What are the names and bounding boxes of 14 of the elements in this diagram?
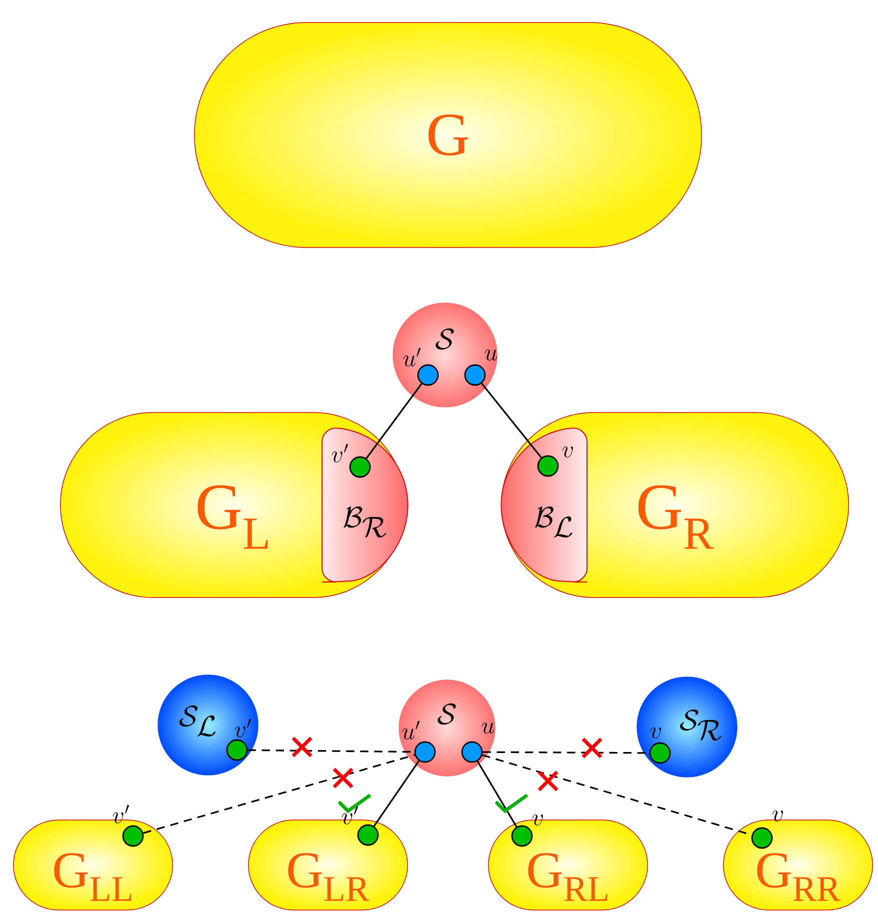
edge-line bbox=[481, 382, 542, 458]
vertex-label: $v'$ bbox=[234, 718, 251, 738]
vertex-label: $v$ bbox=[650, 728, 661, 738]
edge-line bbox=[143, 754, 415, 834]
edge-line bbox=[373, 760, 420, 827]
edge-line bbox=[476, 760, 518, 828]
edge-line bbox=[366, 383, 422, 459]
vertex-label: $v'$ bbox=[332, 444, 348, 462]
vertex-label: $u'$ bbox=[403, 348, 421, 366]
vertex-label: $v$ bbox=[772, 810, 783, 822]
vertex-label: $u'$ bbox=[402, 720, 420, 740]
vertex-label: $u$ bbox=[482, 722, 494, 734]
vertex-label: $u$ bbox=[484, 350, 498, 360]
vertex-label: $v$ bbox=[562, 446, 573, 458]
